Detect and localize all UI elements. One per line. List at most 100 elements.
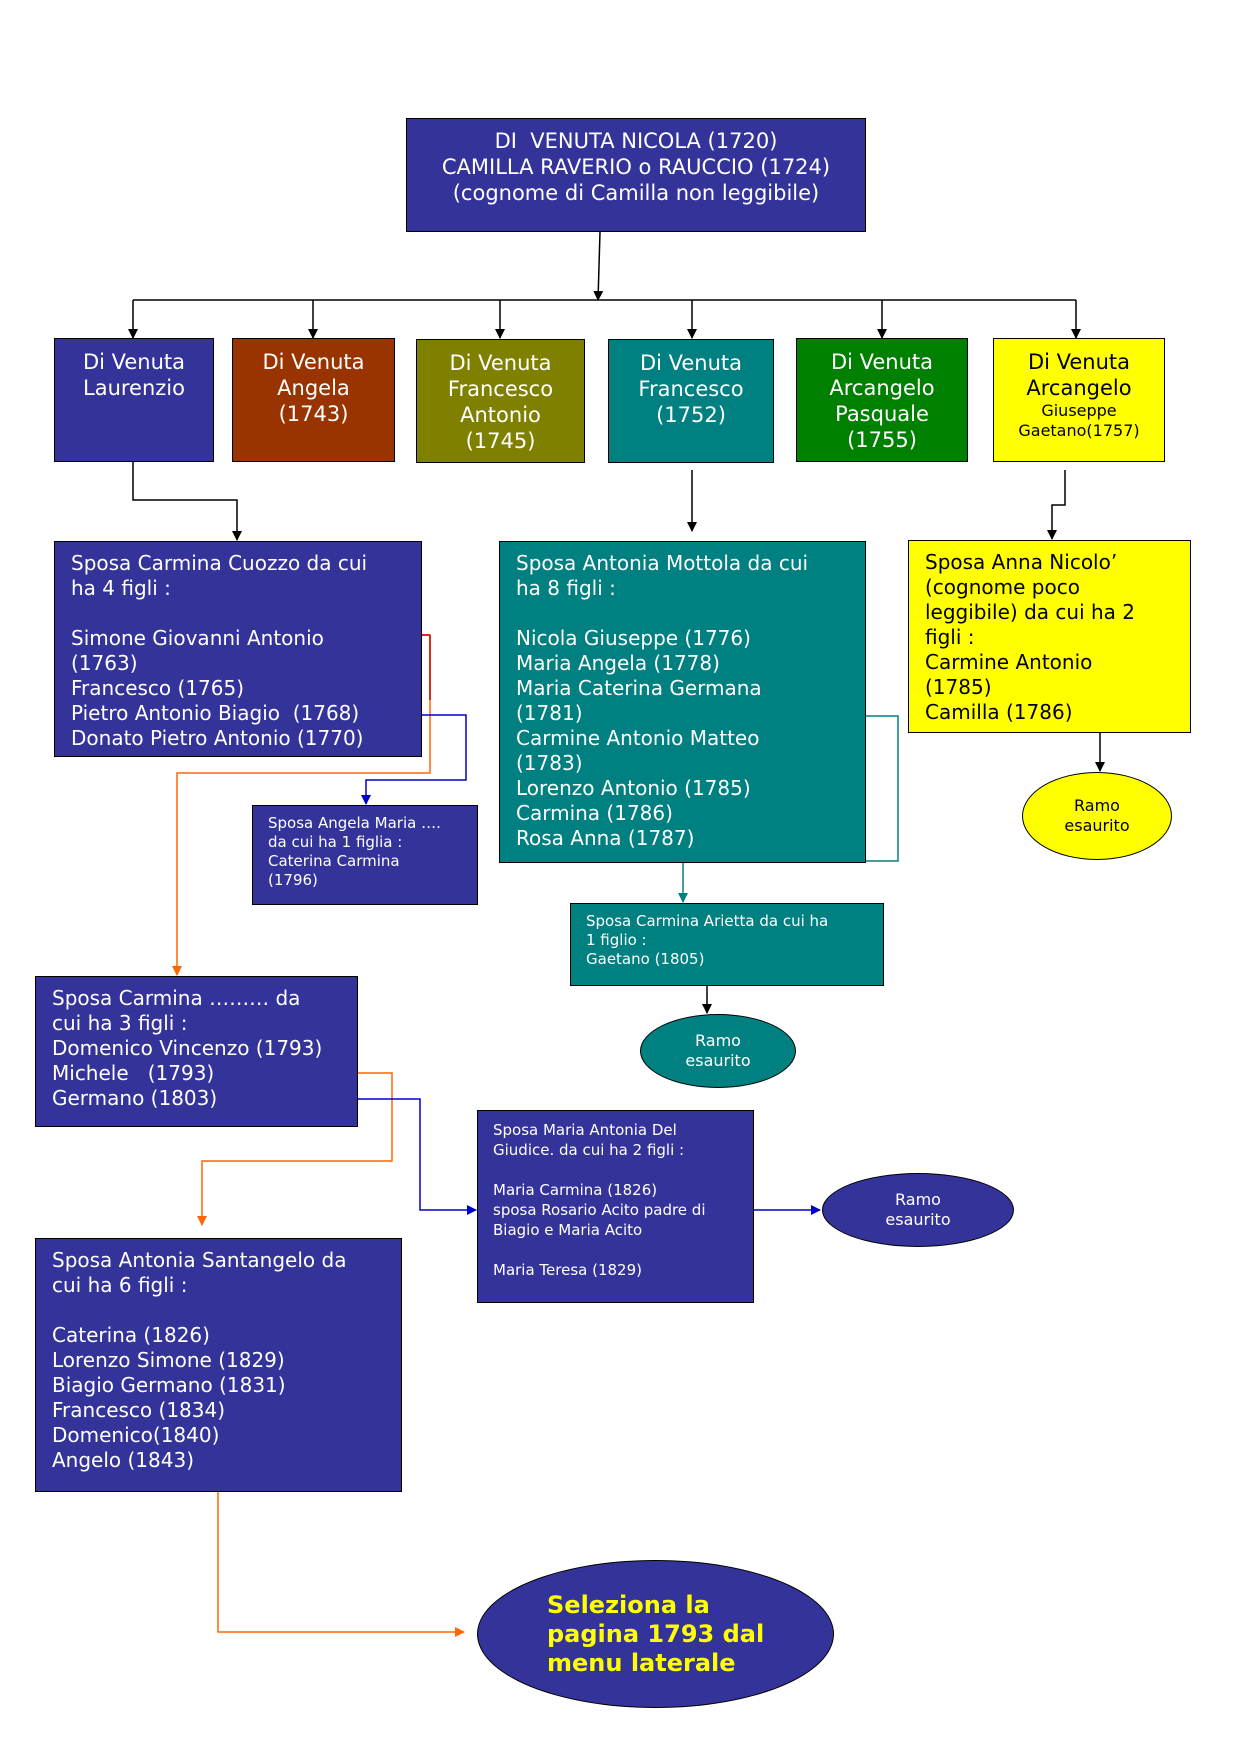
child-laurenzio-line-2: Laurenzio — [83, 376, 185, 400]
lorenzo-bracket — [865, 715, 899, 862]
root-line-2: CAMILLA RAVERIO o RAUCCIO (1724) — [441, 155, 831, 179]
laurenzio-spouse-line-7: Pietro Antonio Biagio (1768) — [71, 701, 360, 725]
child-arcangelo-giuseppe-line-2: Arcangelo — [1026, 376, 1132, 400]
child-arcangelo-pasquale-box: Di Venuta Arcangelo Pasquale (1755) — [796, 338, 968, 462]
cta-line-2: pagina 1793 dal — [547, 1619, 765, 1649]
arietta-spouse-box: Sposa Carmina Arietta da cui ha 1 figlio… — [570, 903, 884, 986]
francesco-spouse-line-6: Maria Caterina Germana — [516, 676, 762, 700]
carmina-line-2: cui ha 3 figli : — [52, 1011, 188, 1035]
giuseppe-branch-connector — [1047, 470, 1066, 540]
francesco-spouse-line-9: (1783) — [516, 751, 583, 775]
santangelo-spouse-box: Sposa Antonia Santangelo da cui ha 6 fig… — [35, 1238, 402, 1492]
del-giudice-line-3 — [493, 1160, 753, 1180]
laurenzio-branch-connector — [132, 462, 242, 541]
francesco-spouse-box: Sposa Antonia Mottola da cui ha 8 figli … — [499, 541, 866, 863]
angela-maria-spouse-box: Sposa Angela Maria …. da cui ha 1 figlia… — [252, 805, 478, 905]
root-couple-box: DI VENUTA NICOLA (1720) CAMILLA RAVERIO … — [406, 118, 866, 232]
child-arcangelo-giuseppe-box: Di Venuta Arcangelo Giuseppe Gaetano(175… — [993, 338, 1165, 462]
select-page-1793-link[interactable]: Seleziona la pagina 1793 dal menu latera… — [477, 1560, 834, 1708]
del-giudice-line-4: Maria Carmina (1826) — [493, 1181, 658, 1199]
ramo-esaurito-yellow: Ramo esaurito — [1022, 772, 1172, 860]
francesco-spouse-line-5: Maria Angela (1778) — [516, 651, 720, 675]
angela-maria-line-4: (1796) — [268, 871, 318, 889]
del-giudice-spouse-box: Sposa Maria Antonia Del Giudice. da cui … — [477, 1110, 754, 1303]
ramo-teal-line-1: Ramo — [695, 1031, 741, 1050]
child-laurenzio-line-1: Di Venuta — [82, 350, 186, 374]
francesco-spouse-line-11: Carmina (1786) — [516, 801, 673, 825]
child-arcangelo-pasquale-line-3: Pasquale — [835, 402, 929, 426]
cta-line-1: Seleziona la — [547, 1590, 710, 1620]
del-giudice-line-7 — [493, 1240, 753, 1260]
del-giudice-line-2: Giudice. da cui ha 2 figli : — [493, 1141, 685, 1159]
child-arcangelo-pasquale-line-4: (1755) — [847, 428, 917, 452]
angela-maria-line-1: Sposa Angela Maria …. — [268, 814, 441, 832]
laurenzio-spouse-line-1: Sposa Carmina Cuozzo da cui — [71, 551, 368, 575]
carmina-line-1: Sposa Carmina ……… da — [52, 986, 301, 1010]
giuseppe-spouse-line-3: leggibile) da cui ha 2 — [925, 600, 1135, 624]
pietro-connector — [361, 714, 467, 805]
child-laurenzio-box: Di Venuta Laurenzio — [54, 338, 214, 462]
santangelo-cta-connector — [217, 1492, 465, 1637]
child-arcangelo-pasquale-line-2: Arcangelo — [829, 376, 935, 400]
santangelo-line-6: Biagio Germano (1831) — [52, 1373, 286, 1397]
carmina-line-3: Domenico Vincenzo (1793) — [52, 1036, 323, 1060]
ramo-teal-line-2: esaurito — [685, 1051, 751, 1070]
carmina-line-5: Germano (1803) — [52, 1086, 218, 1110]
child-arcangelo-giuseppe-small-2: Gaetano(1757) — [1018, 421, 1140, 440]
giuseppe-spouse-line-7: Camilla (1786) — [925, 700, 1073, 724]
child-francesco-antonio-line-2: Francesco — [447, 377, 554, 401]
santangelo-line-1: Sposa Antonia Santangelo da — [52, 1248, 347, 1272]
santangelo-line-9: Angelo (1843) — [52, 1448, 195, 1472]
giuseppe-spouse-line-4: figli : — [925, 625, 975, 649]
child-angela-line-1: Di Venuta — [262, 350, 365, 374]
child-arcangelo-giuseppe-line-1: Di Venuta — [1027, 350, 1131, 374]
carmina-spouse-box: Sposa Carmina ……… da cui ha 3 figli : Do… — [35, 976, 358, 1127]
laurenzio-spouse-line-2: ha 4 figli : — [71, 576, 171, 600]
santangelo-line-7: Francesco (1834) — [52, 1398, 226, 1422]
francesco-spouse-line-12: Rosa Anna (1787) — [516, 826, 695, 850]
francesco-spouse-line-7: (1781) — [516, 701, 583, 725]
ramo-yellow-line-2: esaurito — [1064, 816, 1130, 835]
child-angela-line-2: Angela — [277, 376, 350, 400]
santangelo-line-3 — [52, 1298, 401, 1323]
giuseppe-spouse-line-1: Sposa Anna Nicolo’ — [925, 550, 1118, 574]
del-giudice-line-6: Biagio e Maria Acito — [493, 1221, 643, 1239]
arietta-line-1: Sposa Carmina Arietta da cui ha — [586, 912, 829, 930]
laurenzio-spouse-line-4: Simone Giovanni Antonio — [71, 626, 324, 650]
giuseppe-spouse-box: Sposa Anna Nicolo’ (cognome poco leggibi… — [908, 540, 1191, 733]
ramo-esaurito-navy: Ramo esaurito — [822, 1173, 1014, 1247]
ramo-navy-line-1: Ramo — [895, 1190, 941, 1209]
carmina-line-4: Michele (1793) — [52, 1061, 215, 1085]
child-francesco-antonio-box: Di Venuta Francesco Antonio (1745) — [416, 339, 585, 463]
santangelo-line-8: Domenico(1840) — [52, 1423, 220, 1447]
laurenzio-spouse-line-3 — [71, 601, 421, 626]
child-francesco-line-1: Di Venuta — [639, 351, 743, 375]
arietta-line-3: Gaetano (1805) — [586, 950, 705, 968]
del-giudice-line-5: sposa Rosario Acito padre di — [493, 1201, 706, 1219]
child-francesco-antonio-line-4: (1745) — [465, 429, 536, 453]
child-angela-line-3: (1743) — [278, 402, 349, 426]
del-giudice-line-8: Maria Teresa (1829) — [493, 1261, 642, 1279]
child-francesco-antonio-line-1: Di Venuta — [449, 351, 552, 375]
francesco-spouse-line-2: ha 8 figli : — [516, 576, 616, 600]
ramo-yellow-line-1: Ramo — [1074, 796, 1120, 815]
arietta-line-2: 1 figlio : — [586, 931, 647, 949]
ramo-esaurito-teal: Ramo esaurito — [640, 1014, 796, 1088]
francesco-spouse-line-8: Carmine Antonio Matteo — [516, 726, 760, 750]
root-connector — [593, 231, 604, 301]
santangelo-line-4: Caterina (1826) — [52, 1323, 210, 1347]
child-arcangelo-pasquale-line-1: Di Venuta — [830, 350, 934, 374]
francesco-spouse-line-3 — [516, 601, 865, 626]
child-francesco-antonio-line-3: Antonio — [460, 403, 541, 427]
laurenzio-spouse-line-8: Donato Pietro Antonio (1770) — [71, 726, 364, 750]
root-line-1: DI VENUTA NICOLA (1720) — [494, 129, 778, 153]
laurenzio-spouse-line-6: Francesco (1765) — [71, 676, 245, 700]
laurenzio-spouse-box: Sposa Carmina Cuozzo da cui ha 4 figli :… — [54, 541, 422, 757]
root-line-3: (cognome di Camilla non leggibile) — [452, 181, 820, 205]
child-francesco-line-2: Francesco — [638, 377, 744, 401]
francesco-spouse-line-10: Lorenzo Antonio (1785) — [516, 776, 751, 800]
giuseppe-spouse-line-5: Carmine Antonio — [925, 650, 1093, 674]
child-francesco-box: Di Venuta Francesco (1752) — [608, 339, 774, 463]
child-francesco-line-3: (1752) — [656, 403, 726, 427]
francesco-spouse-line-4: Nicola Giuseppe (1776) — [516, 626, 751, 650]
